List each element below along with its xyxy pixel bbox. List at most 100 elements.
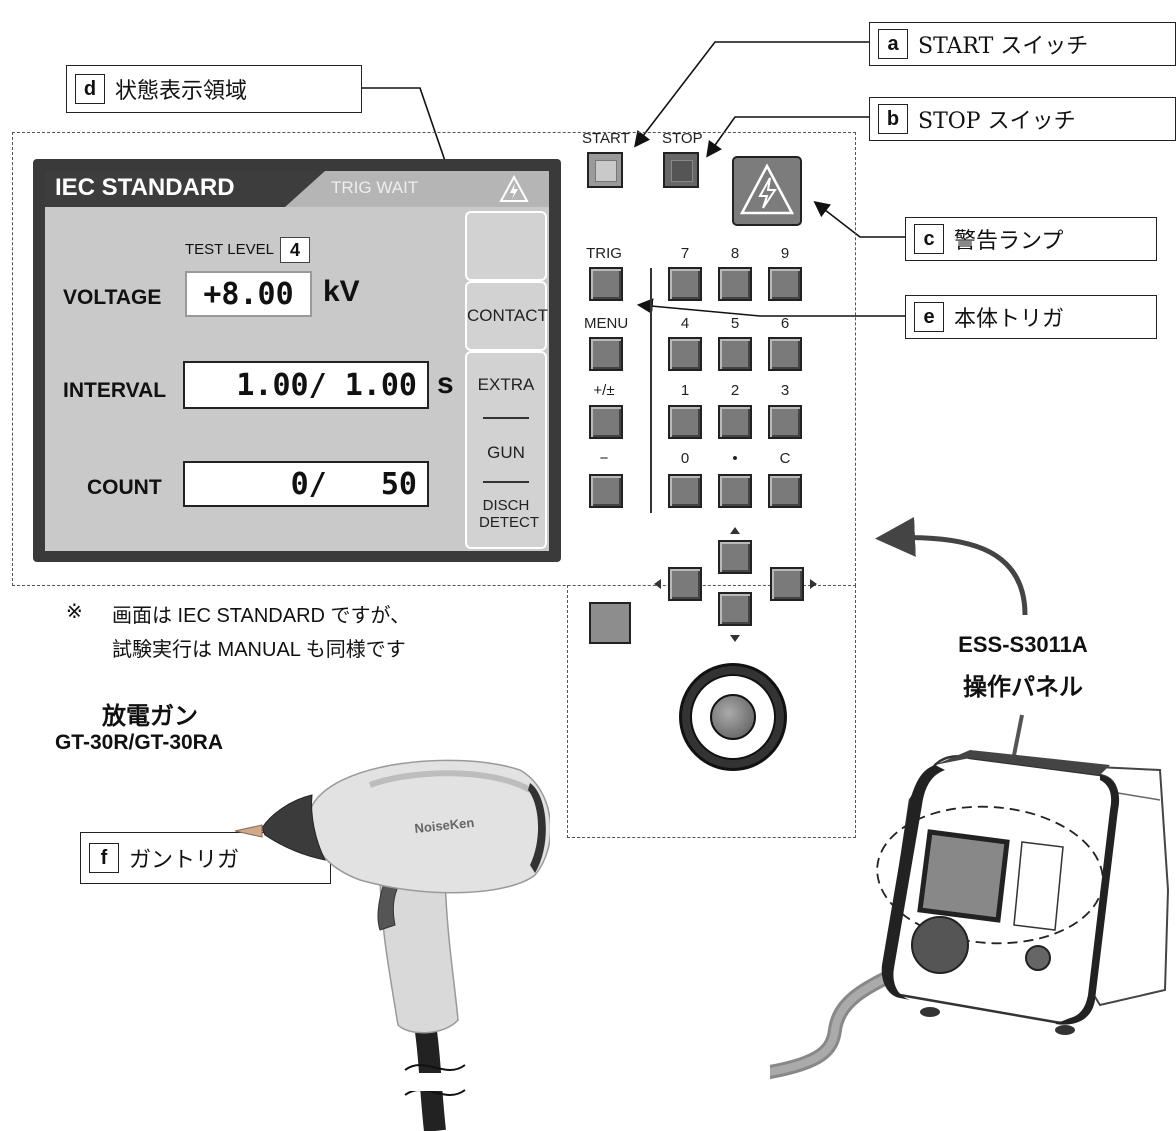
callout-text: STOP スイッチ: [918, 109, 1076, 134]
note-mark: ※: [66, 601, 83, 623]
key-2-label: 2: [730, 382, 740, 399]
screen-title: IEC STANDARD: [55, 174, 235, 201]
start-switch-face: [595, 160, 617, 182]
voltage-unit: kV: [323, 275, 360, 308]
device-to-panel-arrow: [875, 516, 1028, 616]
warning-lamp: [732, 156, 802, 226]
callout-letter: e: [914, 302, 944, 332]
trig-key[interactable]: [589, 267, 623, 301]
key-dot[interactable]: [718, 474, 752, 508]
side-button-contact-label: CONTACT: [467, 306, 548, 325]
key-0[interactable]: [668, 474, 702, 508]
panel-outline-right: [567, 585, 856, 838]
lightning-warning-icon: [739, 163, 795, 215]
plusminus-key[interactable]: [589, 405, 623, 439]
key-1[interactable]: [668, 405, 702, 439]
key-6[interactable]: [768, 337, 802, 371]
count-value: 0/ 50: [183, 461, 429, 507]
start-switch[interactable]: [587, 152, 623, 188]
plusminus-label: +/±: [593, 382, 615, 399]
key-c[interactable]: [768, 474, 802, 508]
callout-text: 警告ランプ: [954, 229, 1064, 254]
callout-text: ガントリガ: [129, 848, 240, 873]
gun-brand: NoiseKen: [414, 815, 475, 836]
panel-outline-left: [12, 132, 856, 586]
status-text: TRIG WAIT: [331, 178, 419, 197]
callout-letter: a: [878, 29, 908, 59]
side-button-blank[interactable]: [465, 211, 547, 281]
voltage-value: +8.00: [185, 271, 312, 317]
voltage-label: VOLTAGE: [63, 286, 162, 309]
leader-start: [634, 41, 880, 148]
callout-text: 本体トリガ: [954, 307, 1065, 332]
key-2[interactable]: [718, 405, 752, 439]
device-model: ESS-S3011A: [958, 632, 1088, 657]
stop-switch-face: [671, 160, 693, 182]
callout-text: START スイッチ: [918, 34, 1089, 59]
warning-icon: [499, 175, 529, 202]
down-key[interactable]: [718, 592, 752, 626]
discharge-gun-illustration: NoiseKen: [234, 759, 550, 1131]
callout-text: 状態表示領域: [115, 79, 248, 104]
side-button-contact[interactable]: CONTACT: [465, 281, 548, 351]
count-label: COUNT: [87, 476, 162, 499]
right-arrow-icon: [810, 579, 817, 589]
key-4[interactable]: [668, 337, 702, 371]
key-c-label: C: [779, 450, 791, 467]
keypad-divider: [650, 268, 652, 513]
leader-status: [362, 87, 459, 194]
interval-label: INTERVAL: [63, 379, 167, 402]
key-8-label: 8: [730, 245, 740, 262]
menu-label: MENU: [584, 315, 629, 332]
key-7-label: 7: [680, 245, 690, 262]
gun-model: GT-30R/GT-30RA: [54, 731, 224, 754]
minus-key[interactable]: [589, 474, 623, 508]
menu-key[interactable]: [589, 337, 623, 371]
side-button-disch-detect[interactable]: DISCH DETECT: [479, 497, 539, 531]
key-4-label: 4: [680, 315, 690, 332]
stop-label: STOP: [662, 130, 703, 147]
down-arrow-icon: [730, 635, 740, 642]
device-label: 操作パネル: [963, 674, 1083, 701]
side-button-group: EXTRA GUN DISCH DETECT: [465, 351, 547, 549]
key-0-label: 0: [680, 450, 690, 467]
interval-unit: s: [437, 367, 454, 400]
start-label: START: [582, 130, 630, 147]
key-3[interactable]: [768, 405, 802, 439]
side-button-gun[interactable]: GUN: [487, 443, 525, 462]
key-7[interactable]: [668, 267, 702, 301]
callout-d-status: d 状態表示領域: [66, 65, 362, 113]
key-9-label: 9: [780, 245, 790, 262]
stop-switch[interactable]: [663, 152, 699, 188]
key-dot-label: •: [732, 450, 738, 467]
key-5[interactable]: [718, 337, 752, 371]
key-5-label: 5: [730, 315, 740, 332]
side-divider: [483, 417, 529, 419]
callout-letter: f: [89, 843, 119, 873]
jog-dial-knob: [710, 694, 756, 740]
up-key[interactable]: [718, 540, 752, 574]
test-level-label: TEST LEVEL: [185, 241, 274, 258]
leader-stop: [706, 116, 880, 158]
left-key[interactable]: [668, 567, 702, 601]
key-9[interactable]: [768, 267, 802, 301]
side-divider: [483, 481, 529, 483]
callout-c-lamp: c 警告ランプ: [905, 217, 1157, 261]
test-level-value: 4: [280, 237, 310, 263]
minus-label: −: [599, 450, 609, 467]
blank-key[interactable]: [589, 602, 631, 644]
interval-value: 1.00/ 1.00: [183, 361, 429, 409]
key-1-label: 1: [680, 382, 690, 399]
right-key[interactable]: [770, 567, 804, 601]
callout-e-trig: e 本体トリガ: [905, 295, 1157, 339]
key-6-label: 6: [780, 315, 790, 332]
key-8[interactable]: [718, 267, 752, 301]
note-line-1: 画面は IEC STANDARD ですが、: [112, 605, 411, 627]
callout-letter: b: [878, 104, 908, 134]
callout-letter: d: [75, 74, 105, 104]
side-button-extra[interactable]: EXTRA: [477, 375, 535, 394]
up-arrow-icon: [730, 527, 740, 534]
lcd-screen: IEC STANDARD TRIG WAIT TEST LEVEL 4 VOLT…: [33, 159, 561, 562]
jog-dial[interactable]: [679, 663, 787, 771]
